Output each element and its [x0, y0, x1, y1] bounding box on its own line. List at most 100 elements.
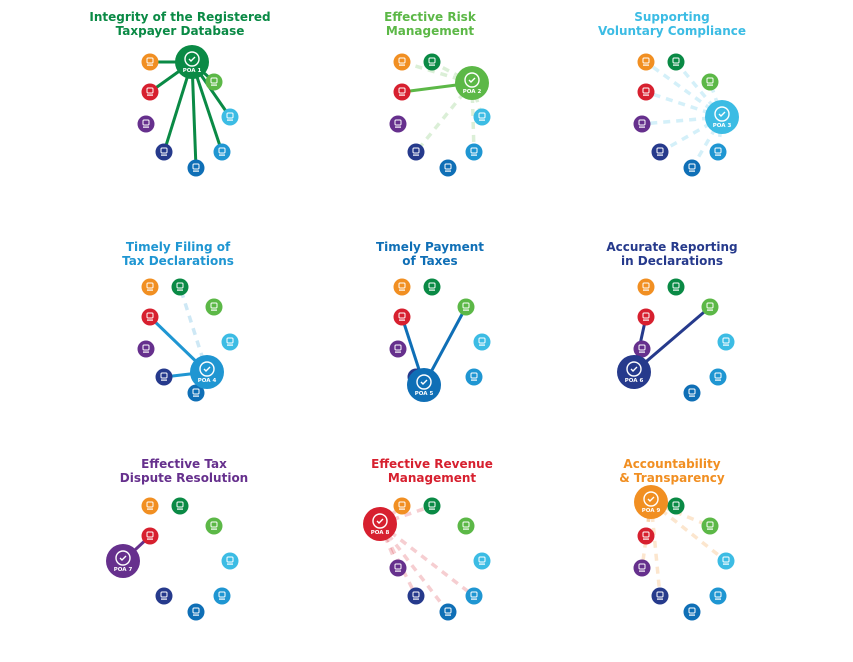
revenue-cycle-icon [141, 527, 159, 545]
clipboard-check-icon [709, 143, 727, 161]
edit-document-icon [407, 587, 425, 605]
helping-hands-icon [473, 333, 491, 351]
handshake-icon: POA 7 [106, 544, 140, 578]
risk-radar-icon: POA 2 [455, 66, 489, 100]
clock-payment-icon [439, 603, 457, 621]
handshake-icon [389, 115, 407, 133]
helping-hands-icon [221, 333, 239, 351]
clock-payment-icon: POA 5 [407, 368, 441, 402]
revenue-cycle-icon [637, 308, 655, 326]
helping-hands-icon [221, 108, 239, 126]
poa-panel-8: POA 8 [363, 497, 491, 621]
clock-payment-icon [683, 159, 701, 177]
revenue-cycle-icon [141, 83, 159, 101]
panel-title-8: Effective Revenue Management [371, 457, 493, 485]
helping-hands-icon [717, 552, 735, 570]
edit-document-icon: POA 6 [617, 355, 651, 389]
people-database-icon [171, 278, 189, 296]
link-poa8-poa5 [378, 522, 450, 614]
accountability-badge-icon [141, 53, 159, 71]
people-database-icon [423, 53, 441, 71]
link-poa1-poa5 [190, 61, 198, 169]
handshake-icon [633, 559, 651, 577]
link-poa2-poa4 [470, 82, 476, 153]
edit-document-icon [155, 587, 173, 605]
revenue-cycle-icon: POA 8 [363, 507, 397, 541]
revenue-cycle-icon [141, 308, 159, 326]
accountability-badge-icon [393, 497, 411, 515]
poa-panel-6: POA 6 [617, 278, 735, 402]
poa-panel-1: POA 1 [137, 45, 239, 177]
helping-hands-icon [221, 552, 239, 570]
handshake-icon [633, 340, 651, 358]
panel-title-4: Timely Filing of Tax Declarations [122, 240, 234, 268]
focus-label-poa9: POA 9 [642, 508, 661, 514]
link-poa9-poa2 [650, 500, 711, 528]
revenue-cycle-icon [393, 308, 411, 326]
revenue-cycle-icon [393, 83, 411, 101]
people-database-icon [667, 278, 685, 296]
accountability-badge-icon [637, 278, 655, 296]
link-poa8-poa1 [379, 504, 433, 526]
link-poa8-poa4 [378, 522, 476, 598]
focus-label-poa1: POA 1 [183, 68, 202, 74]
clipboard-check-icon [213, 587, 231, 605]
panel-title-9: Accountability & Transparency [619, 457, 725, 485]
handshake-icon [389, 559, 407, 577]
poa-panel-7: POA 7 [106, 497, 239, 621]
risk-radar-icon [457, 517, 475, 535]
risk-radar-icon [701, 517, 719, 535]
edit-document-icon [407, 143, 425, 161]
panel-title-3: Supporting Voluntary Compliance [597, 10, 747, 38]
clipboard-check-icon [709, 587, 727, 605]
link-poa9-poa7 [640, 501, 653, 569]
people-database-icon [423, 278, 441, 296]
risk-radar-icon [701, 73, 719, 91]
focus-label-poa7: POA 7 [114, 567, 133, 573]
poa-panel-5: POA 5 [389, 278, 491, 402]
focus-label-poa8: POA 8 [371, 530, 390, 536]
clipboard-check-icon [213, 143, 231, 161]
focus-label-poa2: POA 2 [463, 89, 482, 95]
risk-radar-icon [457, 298, 475, 316]
panel-title-6: Accurate Reporting in Declarations [606, 240, 738, 268]
people-database-icon: POA 1 [175, 45, 209, 79]
accountability-badge-icon [393, 53, 411, 71]
accountability-badge-icon [637, 53, 655, 71]
clipboard-check-icon: POA 4 [190, 355, 224, 389]
accountability-badge-icon [141, 497, 159, 515]
panel-title-7: Effective Tax Dispute Resolution [119, 457, 249, 485]
clipboard-check-icon [465, 368, 483, 386]
panel-title-2: Effective Risk Management [384, 10, 476, 38]
poa-panel-9: POA 9 [633, 485, 735, 621]
risk-radar-icon [701, 298, 719, 316]
people-database-icon [423, 497, 441, 515]
accountability-badge-icon: POA 9 [634, 485, 668, 519]
people-database-icon [667, 497, 685, 515]
revenue-cycle-icon [637, 83, 655, 101]
focus-label-poa3: POA 3 [713, 123, 732, 129]
focus-label-poa6: POA 6 [625, 378, 644, 384]
edit-document-icon [651, 143, 669, 161]
clock-payment-icon [439, 159, 457, 177]
helping-hands-icon [717, 333, 735, 351]
edit-document-icon [651, 587, 669, 605]
link-poa3-poa5 [690, 116, 724, 169]
risk-radar-icon [205, 517, 223, 535]
clipboard-check-icon [465, 143, 483, 161]
panel-title-5: Timely Payment of Taxes [376, 240, 484, 268]
people-database-icon [667, 53, 685, 71]
poa-panel-3: POA 3 [633, 53, 739, 177]
risk-radar-icon [205, 298, 223, 316]
accountability-badge-icon [141, 278, 159, 296]
handshake-icon [137, 115, 155, 133]
revenue-cycle-icon [637, 527, 655, 545]
risk-radar-icon [205, 73, 223, 91]
edit-document-icon [155, 143, 173, 161]
clock-payment-icon [683, 603, 701, 621]
clipboard-check-icon [709, 368, 727, 386]
panel-title-1: Integrity of the Registered Taxpayer Dat… [89, 10, 271, 38]
focus-label-poa4: POA 4 [198, 378, 217, 384]
